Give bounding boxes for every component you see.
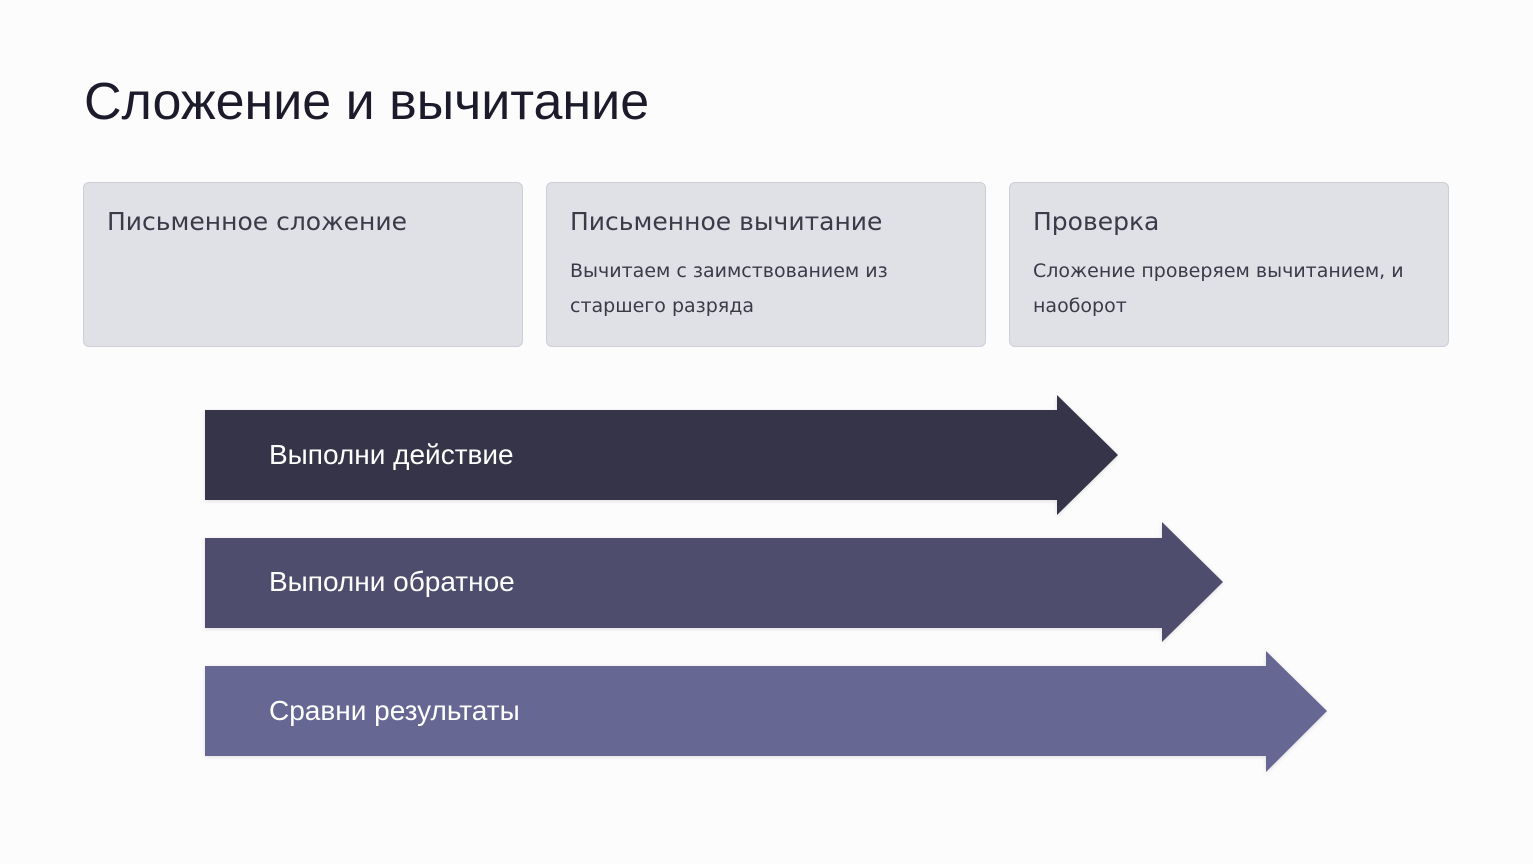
- step-label: Выполни действие: [269, 439, 514, 470]
- card-text: Сложение проверяем вычитанием, и наоборо…: [1033, 260, 1404, 317]
- card-title: Письменное вычитание: [570, 207, 883, 236]
- arrow-shape: [205, 651, 1327, 772]
- arrow-shape: [205, 522, 1223, 642]
- card-text: Вычитаем с заимствованием из старшего ра…: [570, 260, 888, 317]
- card-written-addition: Письменное сложение: [83, 182, 523, 347]
- step-arrow-compare: Сравни результаты: [205, 651, 1327, 772]
- arrow-polygon: [205, 522, 1223, 642]
- step-arrow-do-inverse: Выполни обратное: [205, 522, 1223, 642]
- arrow-polygon: [205, 651, 1327, 772]
- step-label: Выполни обратное: [269, 566, 515, 597]
- slide-title: Сложение и вычитание: [84, 73, 650, 131]
- card-title: Письменное сложение: [107, 207, 407, 236]
- arrow-shape: [205, 395, 1118, 515]
- step-arrow-do-action: Выполни действие: [205, 395, 1118, 515]
- card-check: Проверка Сложение проверяем вычитанием, …: [1009, 182, 1449, 347]
- card-title: Проверка: [1033, 207, 1160, 236]
- arrow-polygon: [205, 395, 1118, 515]
- card-written-subtraction: Письменное вычитание Вычитаем с заимство…: [546, 182, 986, 347]
- step-label: Сравни результаты: [269, 695, 520, 726]
